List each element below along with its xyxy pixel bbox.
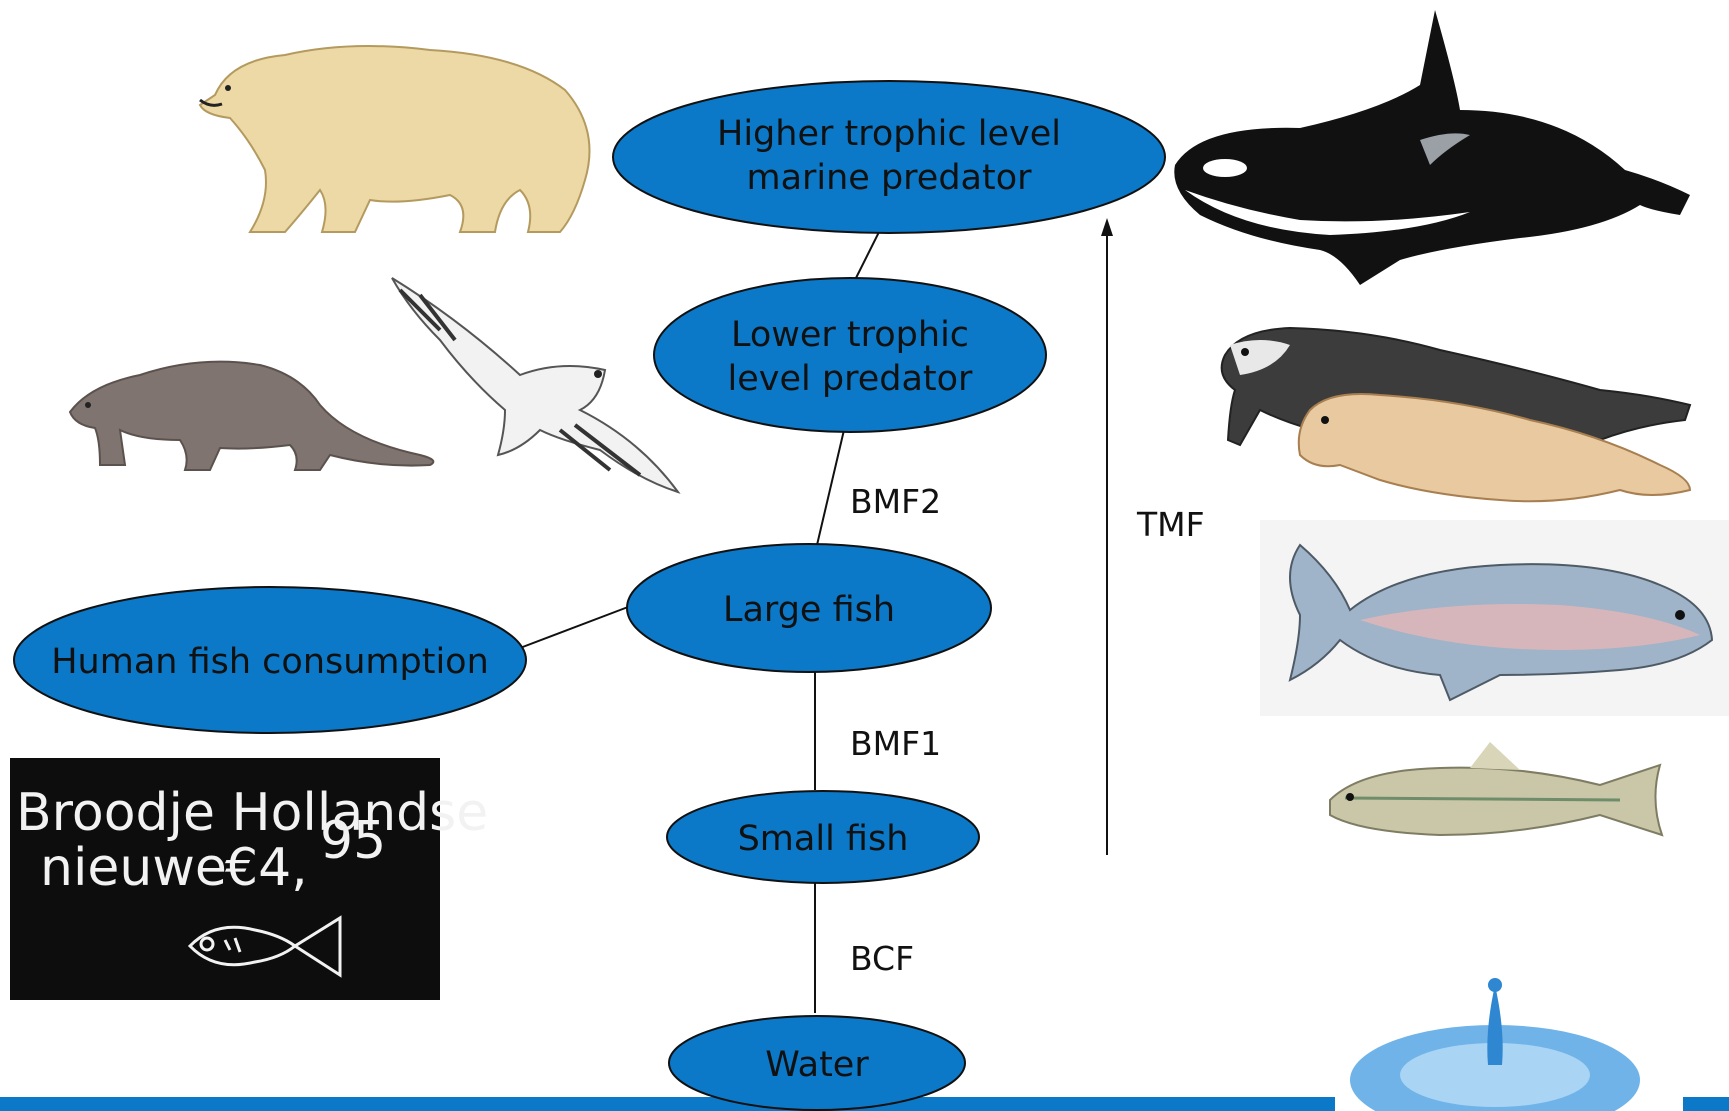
water-drop-image: [1350, 978, 1640, 1111]
edge-lower-large: [817, 430, 844, 545]
svg-text:Small fish: Small fish: [738, 819, 909, 859]
node-human-fish-consumption: Human fish consumption: [14, 587, 526, 733]
chalk-price: €4,: [225, 838, 308, 898]
edge-higher-lower: [855, 230, 880, 280]
svg-text:Higher trophic level: Higher trophic level: [717, 114, 1061, 154]
chalk-price-cents: 95: [320, 811, 386, 871]
node-large-fish: Large fish: [627, 544, 991, 672]
node-higher-predator: Higher trophic level marine predator: [613, 81, 1165, 233]
edge-label-tmf: TMF: [1136, 505, 1205, 544]
footer-bar-right: [1683, 1097, 1729, 1111]
node-small-fish: Small fish: [667, 791, 979, 883]
svg-text:level predator: level predator: [728, 359, 974, 399]
osprey-image: [392, 278, 678, 492]
seals-image: [1222, 328, 1690, 501]
node-lower-predator: Lower trophic level predator: [654, 278, 1046, 432]
svg-text:Lower trophic: Lower trophic: [731, 315, 969, 355]
svg-text:Water: Water: [765, 1045, 869, 1085]
chalkboard-image: Broodje Hollandse nieuwe €4, 95: [10, 758, 488, 1000]
svg-text:marine predator: marine predator: [746, 158, 1032, 198]
tmf-arrow-head: [1101, 218, 1113, 236]
trout-image: [1260, 520, 1729, 716]
otter-image: [70, 362, 433, 470]
minnow-image: [1330, 742, 1662, 835]
edge-large-human: [520, 607, 628, 648]
polar-bear-image: [195, 8, 602, 243]
svg-text:Human fish consumption: Human fish consumption: [51, 642, 489, 682]
chalk-line1: Broodje Hollandse: [16, 783, 488, 843]
chalk-line2a: nieuwe: [40, 838, 227, 898]
edge-label-bcf: BCF: [850, 939, 914, 978]
svg-text:Large fish: Large fish: [723, 590, 895, 630]
footer-bar: [0, 1097, 1335, 1111]
edge-label-bmf1: BMF1: [850, 724, 941, 763]
edge-label-bmf2: BMF2: [850, 482, 941, 521]
orca-image: [1174, 10, 1690, 285]
node-water: Water: [669, 1016, 965, 1110]
